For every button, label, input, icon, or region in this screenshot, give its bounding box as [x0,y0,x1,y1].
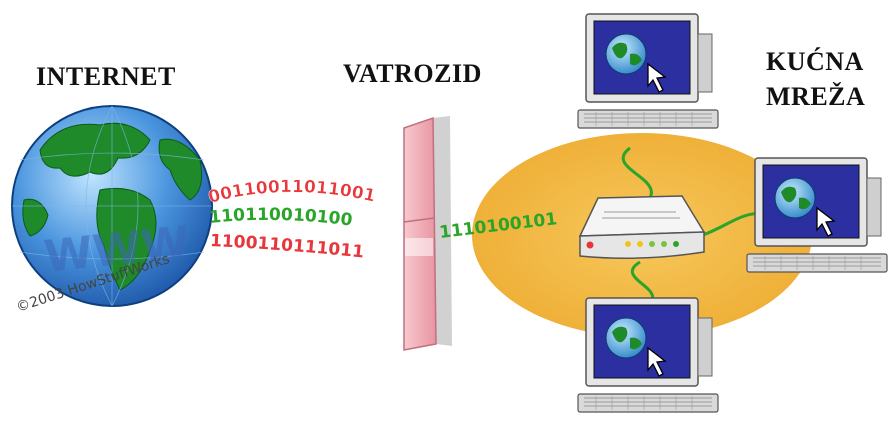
home-network-label-line1: KUĆNA [766,47,864,76]
router-icon [578,195,706,259]
red-data-stream-top: 00110011011001 [206,177,377,208]
computer-icon-bottom [577,297,719,413]
firewall-label: VATROZID [343,59,482,88]
green-data-stream: 110110010100 [208,205,353,231]
firewall-icon [403,116,452,351]
home-network-label-line2: MREŽA [766,82,866,111]
svg-text:1100110111011: 1100110111011 [210,231,365,262]
computer-icon-top [577,13,719,129]
red-data-stream-bottom: 1100110111011 [210,231,365,262]
internet-label: INTERNET [36,62,176,91]
globe-icon: WWW [11,105,213,307]
computer-icon-right [746,157,888,273]
svg-text:00110011011001: 00110011011001 [206,177,377,208]
svg-text:110110010100: 110110010100 [208,205,353,231]
